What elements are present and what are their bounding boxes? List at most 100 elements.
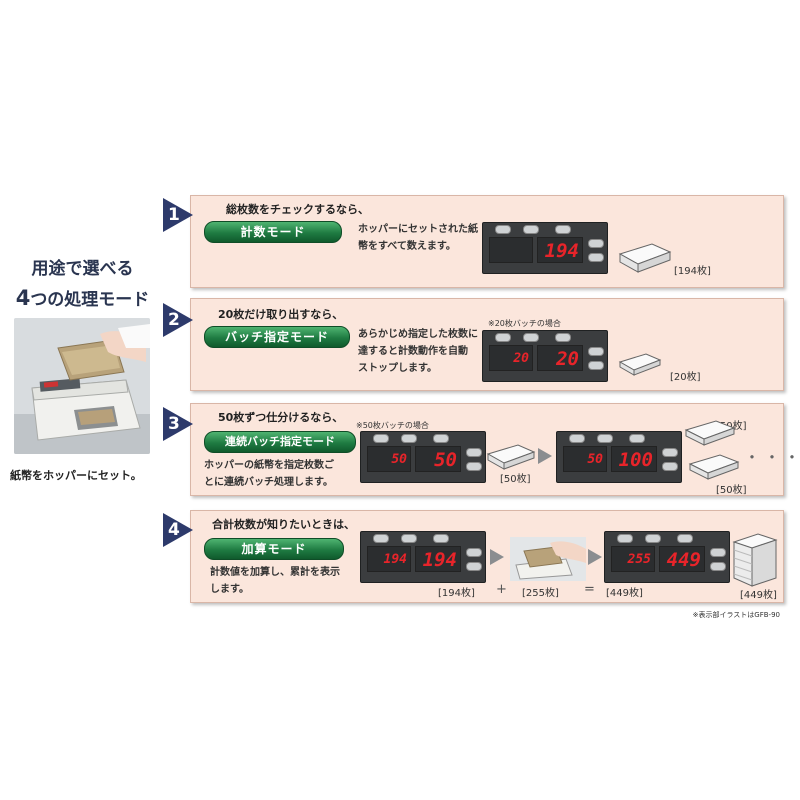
mode-lead-2: 20枚だけ取り出すなら、: [218, 308, 344, 321]
mode-desc-1: ホッパーにセットされた紙 幣をすべて数えます。: [358, 221, 478, 255]
add-button-icon: [677, 534, 693, 543]
display-1-main-readout: 194: [537, 237, 583, 263]
add-button-icon: [433, 534, 449, 543]
level-button-icon: [710, 548, 726, 557]
display-3b-main-readout: 100: [611, 446, 657, 472]
mode-number-1: 1: [168, 205, 180, 225]
tall-banknote-stack-icon: [732, 533, 778, 587]
banknote-counter-illustration: [14, 318, 150, 454]
triangle-badge-icon: [163, 303, 193, 337]
intro-heading-rest: つの処理モード: [30, 290, 150, 310]
intro-heading-text: 用途で選べる: [31, 259, 134, 279]
display-2-sub-readout: 20: [489, 345, 533, 371]
speed-button-icon: [588, 253, 604, 262]
sum-label-c: [449枚]: [606, 588, 643, 599]
mode-desc-4-line2: します。: [210, 584, 249, 595]
banknote-stack-icon: [684, 420, 736, 446]
counter-display-2: 20 20: [482, 330, 608, 382]
speed-button-icon: [466, 562, 482, 571]
mode-badge-2: 2: [163, 303, 193, 337]
auto-button-icon: [523, 225, 539, 234]
mode-note-3: ※50枚バッチの場合: [356, 421, 429, 430]
level-button-icon: [588, 239, 604, 248]
mode-lead-3: 50枚ずつ仕分けるなら、: [218, 411, 344, 424]
photo-caption: 紙幣をホッパーにセット。: [10, 469, 142, 482]
display-3b-sub-readout: 50: [563, 446, 607, 472]
intro-heading-number: 4: [15, 286, 31, 310]
mode-number-2: 2: [168, 310, 180, 330]
mode-lead-4: 合計枚数が知りたいときは、: [212, 518, 355, 531]
mode-desc-4: 計数値を加算し、累計を表示 します。: [210, 564, 340, 598]
add-button-icon: [433, 434, 449, 443]
display-4a-main-readout: 194: [415, 546, 461, 572]
display-3a-main-readout: 50: [415, 446, 461, 472]
level-button-icon: [662, 448, 678, 457]
banknote-stack-icon: [618, 353, 662, 376]
mode-pill-4: 加算モード: [204, 538, 344, 560]
auto-button-icon: [523, 333, 539, 342]
mode-lead-1: 総枚数をチェックするなら、: [226, 203, 369, 216]
cl-button-icon: [373, 434, 389, 443]
equals-sign: =: [584, 582, 595, 597]
level-button-icon: [588, 347, 604, 356]
triangle-badge-icon: [163, 198, 193, 232]
add-button-icon: [555, 225, 571, 234]
mode-note-2: ※20枚バッチの場合: [488, 319, 561, 328]
mode-pill-2: バッチ指定モード: [204, 326, 350, 348]
banknote-stack-icon: [688, 454, 740, 480]
intro-heading-line2: 4つの処理モード: [10, 284, 155, 312]
display-4b-main-readout: 449: [659, 546, 705, 572]
mode-desc-3-line1: ホッパーの紙幣を指定枚数ご: [204, 460, 334, 471]
speed-button-icon: [710, 562, 726, 571]
counter-display-3a: 50 50: [360, 431, 486, 483]
counter-display-4a: 194 194: [360, 531, 486, 583]
footnote: ※表示部イラストはGFB-90: [692, 611, 780, 619]
mode-desc-2-line3: ストップします。: [358, 363, 437, 374]
product-photo: [14, 318, 150, 454]
mode-desc-4-line1: 計数値を加算し、累計を表示: [210, 567, 340, 578]
cl-button-icon: [617, 534, 633, 543]
mode-desc-1-line1: ホッパーにセットされた紙: [358, 224, 478, 235]
add-button-icon: [555, 333, 571, 342]
arrow-right-icon: [538, 448, 552, 464]
cl-button-icon: [495, 333, 511, 342]
speed-button-icon: [662, 462, 678, 471]
level-button-icon: [466, 448, 482, 457]
auto-button-icon: [597, 434, 613, 443]
counter-display-1: 194: [482, 222, 608, 274]
plus-sign: +: [496, 582, 507, 597]
mode-number-3: 3: [168, 414, 180, 434]
mode-number-4: 4: [168, 520, 180, 540]
triangle-badge-icon: [163, 513, 193, 547]
counter-display-4b: 255 449: [604, 531, 730, 583]
cl-button-icon: [495, 225, 511, 234]
auto-button-icon: [645, 534, 661, 543]
intro-heading-line1: 用途で選べる: [10, 258, 155, 281]
auto-button-icon: [401, 534, 417, 543]
arrow-right-icon: [588, 549, 602, 565]
mode-desc-3-line2: とに連続バッチ処理します。: [204, 477, 333, 488]
display-4a-sub-readout: 194: [367, 546, 411, 572]
sum-label-b: [255枚]: [522, 588, 559, 599]
mode-desc-2-line1: あらかじめ指定した枚数に: [358, 329, 478, 340]
triangle-badge-icon: [163, 407, 193, 441]
display-2-main-readout: 20: [537, 345, 583, 371]
banknote-stack-icon: [486, 444, 536, 470]
mode-pill-1: 計数モード: [204, 221, 342, 243]
arrow-right-icon: [490, 549, 504, 565]
counter-display-3b: 50 100: [556, 431, 682, 483]
display-1-sub-readout: [489, 237, 533, 263]
mode-badge-3: 3: [163, 407, 193, 441]
cl-button-icon: [373, 534, 389, 543]
mode-badge-1: 1: [163, 198, 193, 232]
stack-label-3c: [50枚]: [716, 485, 747, 496]
hand-loading-notes-illustration: [510, 537, 586, 581]
mode-pill-3: 連続バッチ指定モード: [204, 431, 356, 453]
sum-label-a: [194枚]: [438, 588, 475, 599]
auto-button-icon: [401, 434, 417, 443]
level-button-icon: [466, 548, 482, 557]
speed-button-icon: [588, 361, 604, 370]
stack-label-1: [194枚]: [674, 266, 711, 277]
cl-button-icon: [569, 434, 585, 443]
mode-desc-3: ホッパーの紙幣を指定枚数ご とに連続バッチ処理します。: [204, 457, 334, 491]
